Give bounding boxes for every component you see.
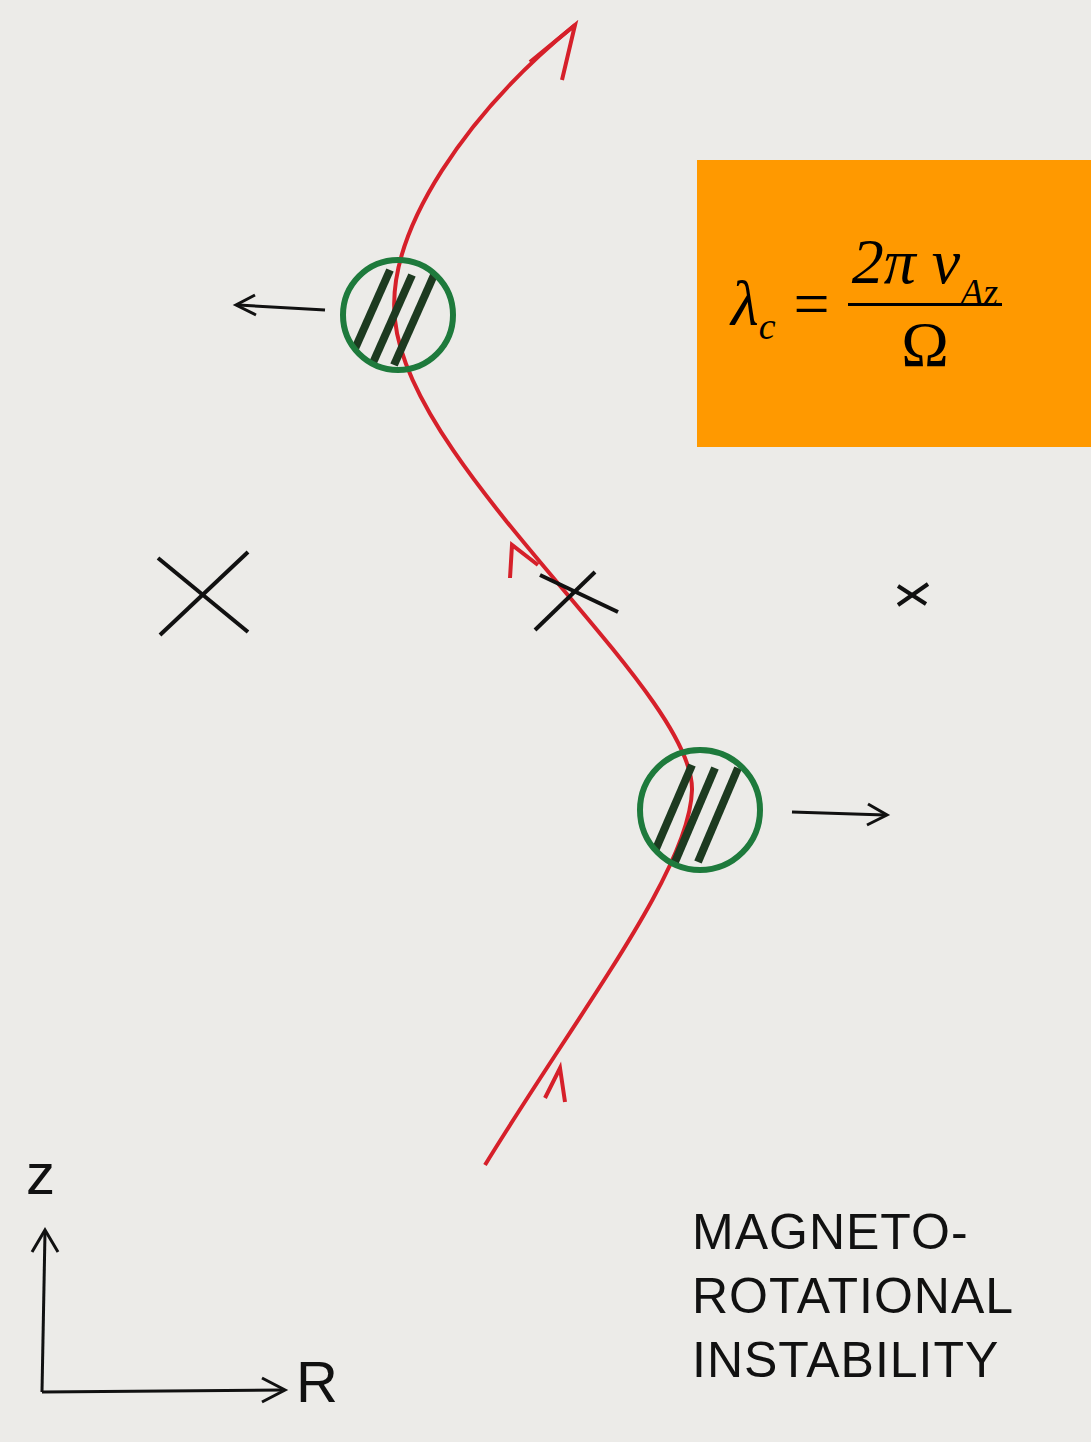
subscript: Az xyxy=(960,270,998,314)
numerator: 2π vAz xyxy=(848,225,1002,306)
equals-sign: = xyxy=(794,267,830,341)
field-arrowhead xyxy=(510,545,538,578)
axis-label: R xyxy=(296,1348,338,1415)
field-arrowhead xyxy=(545,1068,565,1102)
fluid-element xyxy=(343,260,453,370)
diagram-title: MAGNETO- ROTATIONAL INSTABILITY xyxy=(692,1200,1012,1392)
numerator-text: 2π v xyxy=(852,225,960,299)
denominator: Ω xyxy=(901,306,949,382)
cross-mark xyxy=(158,552,928,635)
formula-box: λc=2π vAzΩ xyxy=(697,160,1091,447)
hatching xyxy=(652,765,738,862)
axes xyxy=(32,1230,285,1402)
axis-label: z xyxy=(26,1140,55,1207)
hatching xyxy=(350,270,434,365)
symbol: λ xyxy=(731,267,759,341)
fluid-element xyxy=(640,750,760,870)
field-arrowhead xyxy=(530,25,575,80)
fraction: 2π vAzΩ xyxy=(848,225,1002,382)
field-line xyxy=(394,25,692,1165)
subscript: c xyxy=(759,304,776,348)
formula: λc=2π vAzΩ xyxy=(731,160,1002,447)
